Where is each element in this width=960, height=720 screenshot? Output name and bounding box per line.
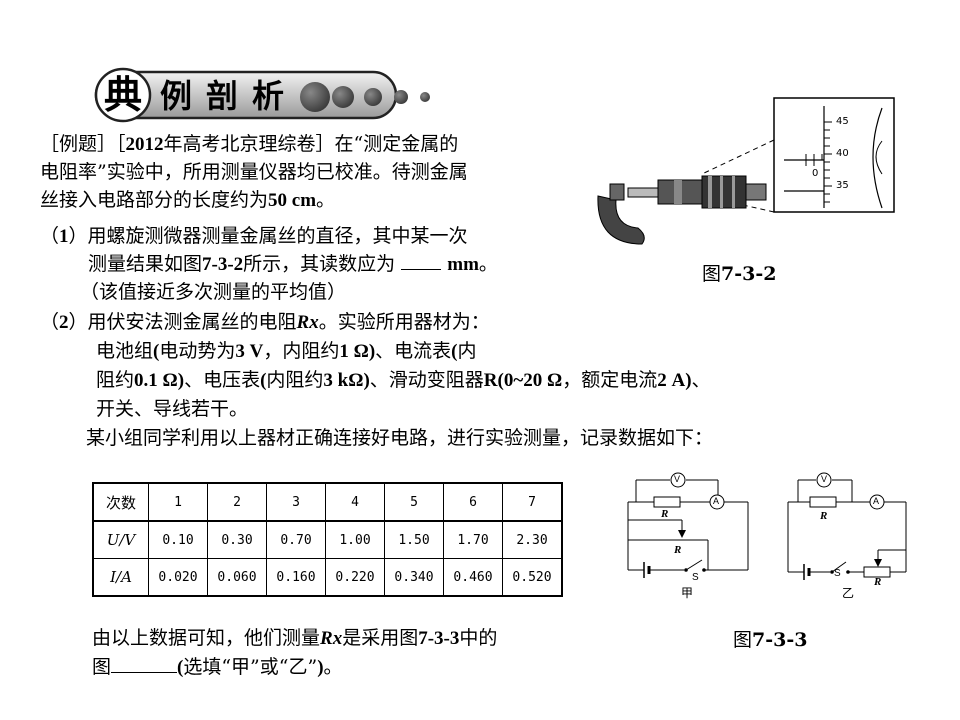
header-char-dian: 典 (104, 73, 143, 117)
jia-ammeter-label: A (713, 496, 720, 506)
table-cell: 0.460 (443, 558, 503, 597)
circuit-diagram-jia (627, 472, 749, 578)
figure-7-3-2-caption: 图7-3-2 (702, 263, 777, 285)
table-cell: 0.160 (266, 558, 326, 597)
table-header-cell: 次数 (92, 482, 149, 522)
question-2-line-2: 电池组(电动势为3 V，内阻约1 Ω)、电流表(内 (96, 340, 477, 362)
header-char-xi: 析 (252, 77, 285, 115)
question-2-line-4: 开关、导线若干。 (96, 398, 249, 420)
table-cell: 0.020 (148, 558, 208, 597)
table-header-cell: 3 (266, 482, 326, 522)
micrometer-figure (597, 97, 895, 245)
decor-dot-icon (420, 92, 430, 102)
circuit-diagram-yi (787, 472, 907, 580)
scale-label-40: 40 (836, 148, 849, 159)
table-row: 次数 1 2 3 4 5 6 7 (92, 482, 563, 522)
scale-label-0: 0 (812, 168, 819, 179)
jia-voltmeter-label: V (674, 474, 681, 484)
scale-label-35: 35 (836, 180, 849, 191)
table-header-cell: 6 (443, 482, 503, 522)
table-header-cell: 1 (148, 482, 208, 522)
table-cell: 0.10 (148, 520, 208, 559)
answer-blank-2[interactable] (111, 656, 178, 673)
header-char-li: 例 (160, 77, 193, 115)
question-2-line-1: （2）用伏安法测金属丝的电阻Rx。实验所用器材为： (40, 311, 490, 333)
jia-resistor-label: R (661, 508, 669, 520)
table-cell: 1.00 (325, 520, 385, 559)
measurement-table: 次数 1 2 3 4 5 6 7 U/V 0.10 0.30 0.70 1.00… (92, 482, 563, 597)
problem-line-3: 丝接入电路部分的长度约为50 cm。 (40, 189, 336, 211)
yi-ammeter-label: A (873, 496, 880, 506)
table-header-cell: 2 (207, 482, 267, 522)
table-row-label: U/V (92, 520, 149, 559)
decor-dot-icon (364, 88, 382, 106)
question-2-line-5: 某小组同学利用以上器材正确连接好电路，进行实验测量，记录数据如下： (86, 427, 714, 449)
answer-line-1: 由以上数据可知，他们测量Rx是采用图7-3-3中的 (92, 627, 498, 649)
problem-line-1: ［例题］［2012年高考北京理综卷］在“测定金属的 (40, 133, 459, 155)
answer-blank-1[interactable] (401, 253, 442, 270)
problem-line-2: 电阻率”实验中，所用测量仪器均已校准。待测金属 (40, 161, 468, 183)
decor-dot-icon (332, 86, 354, 108)
jia-circuit-name: 甲 (681, 586, 694, 600)
yi-rheostat-label: R (874, 576, 882, 588)
decor-dot-icon (300, 82, 330, 112)
table-row: U/V 0.10 0.30 0.70 1.00 1.50 1.70 2.30 (92, 520, 563, 559)
section-header: 典 例 剖 析 (94, 66, 444, 124)
table-cell: 0.30 (207, 520, 267, 559)
question-1-line-1: （1）用螺旋测微器测量金属丝的直径，其中某一次 (40, 225, 468, 247)
decor-dot-icon (394, 90, 408, 104)
table-cell: 0.70 (266, 520, 326, 559)
question-2-line-3: 阻约0.1 Ω)、电压表(内阻约3 kΩ)、滑动变阻器R(0~20 Ω，额定电流… (96, 369, 711, 391)
table-cell: 1.50 (384, 520, 444, 559)
table-row: I/A 0.020 0.060 0.160 0.220 0.340 0.460 … (92, 558, 563, 597)
yi-switch-label: S (834, 568, 841, 579)
jia-rheostat-label: R (674, 544, 682, 556)
yi-circuit-name: 乙 (842, 586, 855, 600)
table-cell: 1.70 (443, 520, 503, 559)
table-cell: 0.520 (502, 558, 563, 597)
header-char-pou: 剖 (206, 77, 239, 115)
yi-resistor-label: R (820, 510, 828, 522)
table-cell: 0.220 (325, 558, 385, 597)
jia-switch-label: S (692, 572, 699, 583)
answer-line-2: 图(选填“甲”或“乙”)。 (92, 656, 343, 678)
yi-voltmeter-label: V (821, 474, 828, 484)
table-cell: 2.30 (502, 520, 563, 559)
scale-label-45: 45 (836, 116, 849, 127)
question-1-line-3: （该值接近多次测量的平均值） (80, 281, 347, 303)
table-header-cell: 5 (384, 482, 444, 522)
table-cell: 0.340 (384, 558, 444, 597)
table-header-cell: 7 (502, 482, 563, 522)
table-cell: 0.060 (207, 558, 267, 597)
figure-7-3-3-caption: 图7-3-3 (733, 629, 808, 651)
question-1-line-2: 测量结果如图7-3-2所示，其读数应为 mm。 (88, 253, 498, 275)
table-header-cell: 4 (325, 482, 385, 522)
table-row-label: I/A (92, 558, 149, 597)
